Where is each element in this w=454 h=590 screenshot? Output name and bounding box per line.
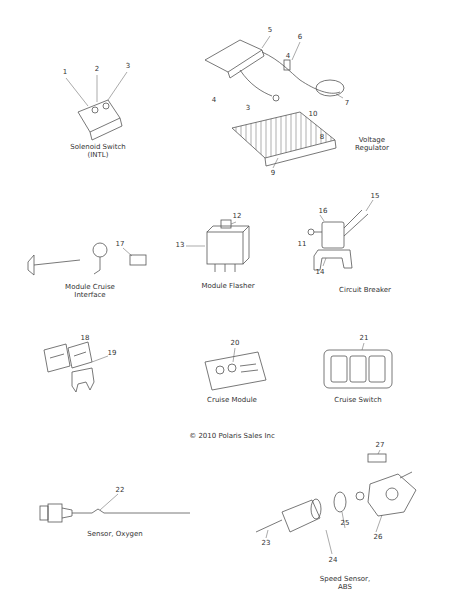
callout-number: 12 xyxy=(233,212,242,220)
callout-number: 3 xyxy=(246,104,250,112)
flasher-module xyxy=(186,220,249,272)
callout-number: 4 xyxy=(212,96,216,104)
callout-number: 8 xyxy=(320,133,324,141)
callout-number: 11 xyxy=(298,240,307,248)
callout-number: 18 xyxy=(81,334,90,342)
callout-number: 16 xyxy=(319,207,328,215)
part-name: Sensor, Oxygen xyxy=(84,530,146,538)
callout-number: 4 xyxy=(286,52,290,60)
callout-number: 14 xyxy=(316,268,325,276)
solenoid-switch xyxy=(66,72,127,140)
callout-number: 22 xyxy=(116,486,125,494)
callout-number: 2 xyxy=(95,65,99,73)
oxygen-sensor xyxy=(40,494,190,522)
callout-number: 10 xyxy=(309,110,318,118)
part-name: Circuit Breaker xyxy=(334,286,396,294)
callout-number: 17 xyxy=(116,240,125,248)
circuit-breaker xyxy=(308,200,373,270)
callout-number: 25 xyxy=(341,519,350,527)
part-name: Cruise Switch xyxy=(327,396,389,404)
callout-number: 26 xyxy=(374,533,383,541)
cruise-module xyxy=(205,348,266,390)
part-name: Module Cruise Interface xyxy=(59,283,121,299)
part-name: Voltage Regulator xyxy=(341,136,403,152)
part-name: Speed Sensor, ABS xyxy=(314,575,376,590)
callout-number: 15 xyxy=(371,192,380,200)
callout-number: 21 xyxy=(360,334,369,342)
fuse-set xyxy=(44,342,108,392)
callout-number: 23 xyxy=(262,539,271,547)
callout-number: 19 xyxy=(108,349,117,357)
speed-sensor xyxy=(256,450,416,554)
callout-number: 3 xyxy=(126,62,130,70)
cruise-interface xyxy=(28,243,146,275)
copyright-note: © 2010 Polaris Sales Inc xyxy=(189,432,275,440)
callout-number: 7 xyxy=(345,99,349,107)
callout-number: 1 xyxy=(63,68,67,76)
part-name: Solenoid Switch (INTL) xyxy=(67,143,129,159)
callout-number: 6 xyxy=(298,33,302,41)
part-name: Module Flasher xyxy=(197,282,259,290)
callout-number: 5 xyxy=(268,26,272,34)
callout-number: 24 xyxy=(329,556,338,564)
callout-number: 20 xyxy=(231,339,240,347)
callout-number: 9 xyxy=(271,169,275,177)
callout-number: 27 xyxy=(376,441,385,449)
callout-number: 13 xyxy=(176,241,185,249)
part-name: Cruise Module xyxy=(201,396,263,404)
cruise-switch xyxy=(324,343,392,388)
voltage-regulator xyxy=(205,36,344,168)
